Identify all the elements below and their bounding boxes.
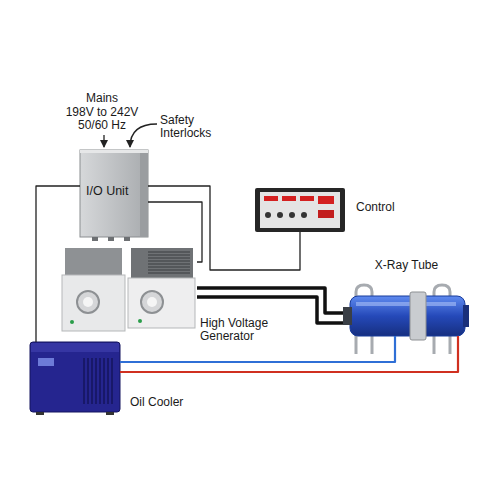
- status-lamp: [138, 319, 142, 323]
- generator-body: [62, 275, 125, 331]
- cooler-top: [31, 343, 119, 352]
- control-panel: [260, 192, 340, 228]
- generator-body: [128, 278, 195, 328]
- cable-connector: [36, 186, 80, 342]
- control-knob: [301, 212, 307, 218]
- cable-gland: [92, 237, 98, 241]
- control-display: [282, 196, 296, 201]
- equipment-node: Control: [255, 188, 345, 232]
- cable-gland: [108, 237, 114, 241]
- tube-body: [350, 296, 465, 336]
- control-button: [318, 210, 334, 218]
- cooler-display: [38, 358, 54, 366]
- equipment-node: I/O Unit: [80, 150, 148, 237]
- hv-socket: [141, 291, 163, 313]
- annotation-label: Safety Interlocks: [160, 114, 220, 140]
- cooler-grille: [84, 358, 112, 404]
- tube-end-cap: [463, 305, 469, 327]
- equipment-label: X-Ray Tube: [343, 259, 470, 272]
- cable-gland: [124, 237, 130, 241]
- equipment-label: Oil Cooler: [130, 396, 210, 409]
- generator-lid: [131, 248, 193, 278]
- cable-connector: [120, 354, 458, 372]
- oil-port: [394, 336, 396, 354]
- equipment-node: X-Ray Tube: [343, 282, 470, 354]
- supply-arrow: [103, 135, 104, 147]
- control-knob: [277, 212, 283, 218]
- equipment-label: High Voltage Generator: [200, 317, 276, 343]
- interlock-arrow: [130, 124, 157, 147]
- hv-socket-core: [147, 297, 157, 307]
- tube-highlight: [356, 302, 456, 306]
- control-knob: [265, 212, 271, 218]
- io-cabinet-top: [80, 150, 148, 153]
- hv-socket: [77, 291, 99, 313]
- equipment-label: I/O Unit: [86, 184, 144, 198]
- cable-connector: [197, 288, 343, 313]
- control-display: [300, 196, 314, 201]
- generator-lid: [65, 248, 122, 275]
- control-housing: [255, 188, 345, 232]
- annotation-label: 198V to 242V 50/60 Hz: [62, 106, 142, 132]
- hv-socket-core: [83, 297, 93, 307]
- status-lamp: [70, 320, 74, 324]
- cooler-foot: [36, 412, 44, 415]
- cooler-foot: [106, 412, 114, 415]
- cable-connector: [148, 186, 300, 270]
- equipment-node: Oil Cooler: [30, 342, 120, 412]
- cable-connector: [148, 202, 202, 262]
- equipment-node: High Voltage Generator: [60, 245, 197, 333]
- tube-window-collar: [410, 292, 426, 340]
- oil-port: [457, 336, 459, 354]
- tube-cable-end: [343, 307, 352, 325]
- cooling-grille: [148, 252, 190, 273]
- cable-connector: [120, 354, 395, 362]
- control-knob: [289, 212, 295, 218]
- io-cabinet-side: [140, 150, 148, 237]
- control-display: [264, 196, 278, 201]
- io-cabinet: [80, 150, 148, 237]
- control-button: [318, 196, 334, 204]
- annotation-label: Mains: [62, 92, 142, 105]
- cooler-housing: [30, 342, 120, 412]
- equipment-label: Control: [356, 201, 416, 214]
